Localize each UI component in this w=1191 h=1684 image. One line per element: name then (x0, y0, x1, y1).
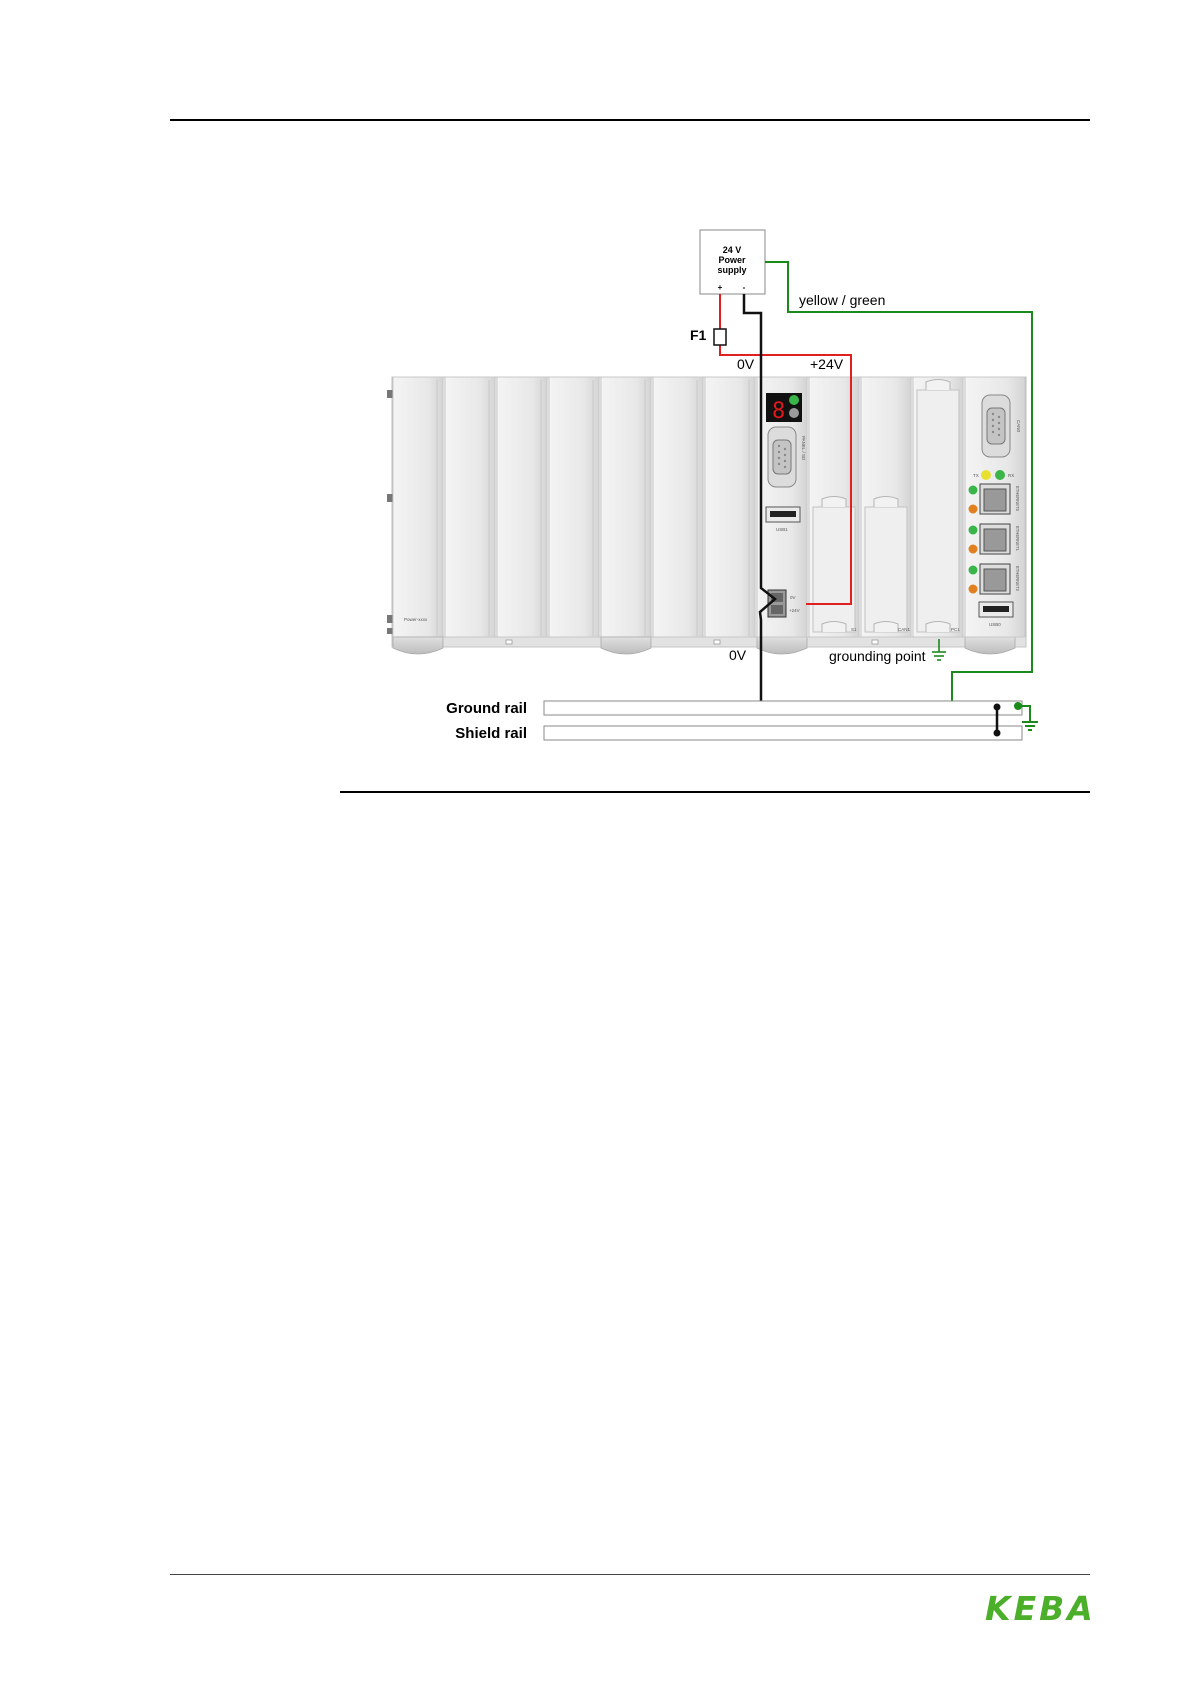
power-supply: 24 V Power supply + - (700, 230, 765, 294)
zero-v-top-label: 0V (737, 356, 755, 372)
module-slot-3 (497, 377, 547, 637)
tx-label: TX (973, 473, 979, 478)
ethernet2-label: ETHERNET2 (1015, 566, 1020, 592)
fuse-f1 (714, 329, 726, 345)
zero-v-bottom-label: 0V (729, 647, 747, 663)
power-supply-minus: - (743, 283, 746, 292)
s1-label: S1 (851, 627, 857, 632)
module-slot-7 (705, 377, 755, 637)
module-slot-4 (549, 377, 599, 637)
can0-label: CAN0 (1016, 420, 1021, 433)
tx-led (981, 470, 991, 480)
option-module-can1: CAN1 (861, 377, 911, 637)
pc1-label: PC1 (951, 627, 960, 632)
rail-bridge-top (994, 704, 1001, 711)
ground-rail-label: Ground rail (446, 700, 527, 717)
wiring-diagram: Power-xxxx 8 PANEL / SD USB1 0V +24V (0, 0, 1191, 800)
keba-logo-text: KEBA (985, 1590, 1096, 1624)
keba-logo: KEBA (985, 1590, 1107, 1624)
network-module: CAN0 TX RX ETHERNET0 ETHERNET1 ETHERNET2… (965, 377, 1025, 637)
can1-label: CAN1 (898, 627, 911, 632)
ethernet1-label: ETHERNET1 (1015, 526, 1020, 552)
usb1-label: USB1 (776, 527, 788, 532)
option-module-pc1: PC1 (913, 377, 963, 637)
power-supply-line1: 24 V (723, 245, 742, 255)
grounding-point-label: grounding point (829, 648, 926, 664)
shield-rail (544, 726, 1022, 740)
module-slot-6 (653, 377, 703, 637)
svg-text:8: 8 (772, 399, 785, 424)
status-led-green (789, 395, 799, 405)
connector-24v-label: +24V (789, 608, 800, 613)
yellow-green-label: yellow / green (799, 292, 885, 308)
fuse-label: F1 (690, 327, 707, 343)
module-slot-1 (393, 377, 443, 637)
power-supply-line3: supply (717, 265, 746, 275)
rx-led (995, 470, 1005, 480)
panel-sd-label: PANEL / SD (801, 436, 806, 461)
usb0-label: USB0 (989, 622, 1001, 627)
status-led-grey (789, 408, 799, 418)
power-supply-line2: Power (718, 255, 746, 265)
shield-rail-label: Shield rail (455, 725, 527, 742)
module-slot-5 (601, 377, 651, 637)
connector-0v-label: 0V (790, 595, 796, 600)
ground-rail (544, 701, 1022, 715)
power-module-label: Power-xxxx (404, 617, 428, 622)
rx-label: RX (1008, 473, 1014, 478)
module-slot-2 (445, 377, 495, 637)
ethernet0-label: ETHERNET0 (1015, 486, 1020, 512)
rail-bridge-bottom (994, 730, 1001, 737)
footer-rule (170, 1574, 1090, 1575)
cpu-module: 8 PANEL / SD USB1 0V +24V (757, 377, 807, 637)
plus-24v-label: +24V (810, 356, 844, 372)
power-supply-plus: + (718, 283, 723, 292)
